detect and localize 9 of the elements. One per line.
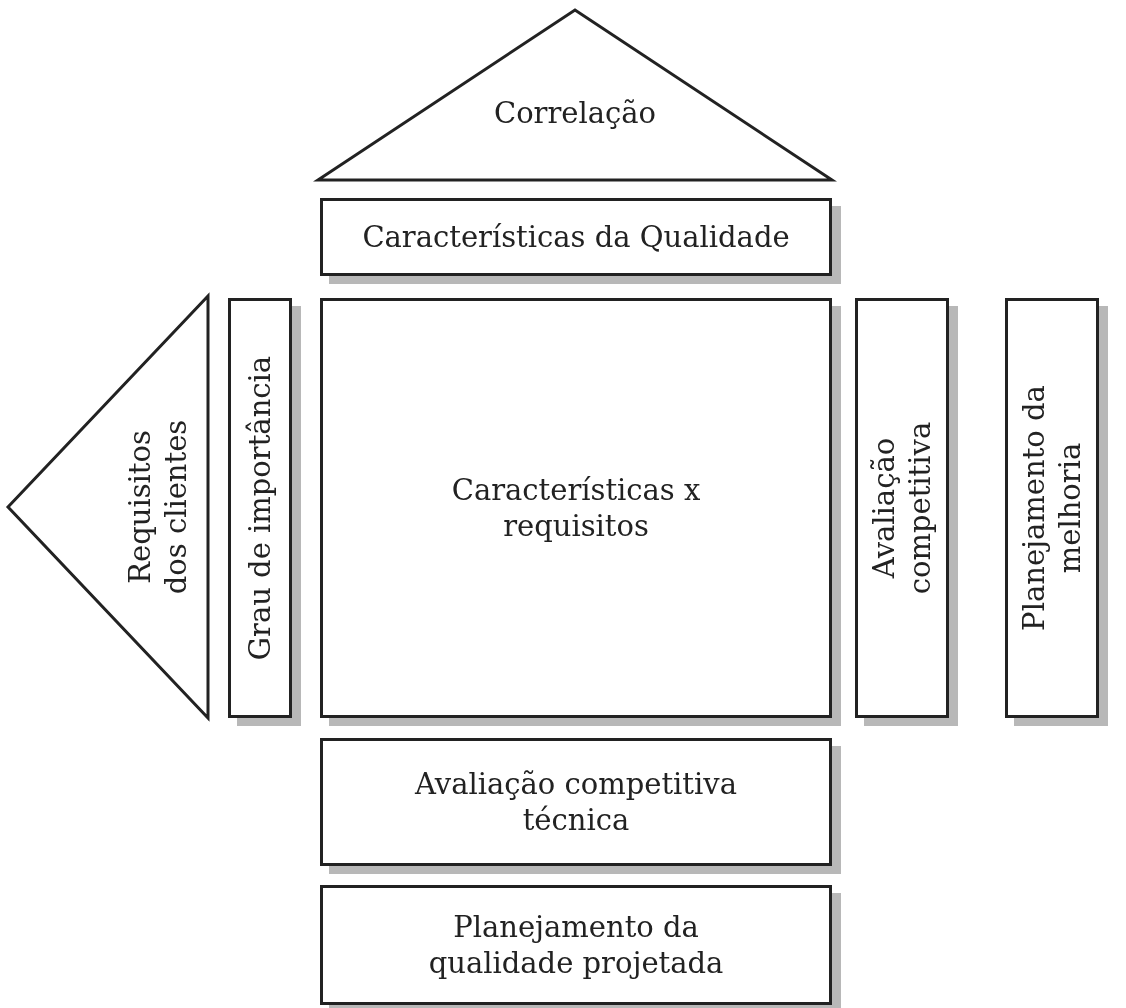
section-label: Planejamento da qualidade projetada [427, 908, 725, 982]
section-label: Avaliação competitiva [865, 420, 938, 597]
section-label: Planejamento da melhoria [1015, 384, 1088, 633]
section-label: Características da Qualidade [361, 218, 791, 256]
section-label: Correlação [492, 95, 658, 132]
section-label: Requisitos dos clientes [121, 418, 194, 597]
section-label: Grau de importância [241, 354, 278, 663]
section-label: Avaliação competitiva técnica [413, 765, 738, 839]
section-label: Características x requisitos [451, 471, 701, 545]
